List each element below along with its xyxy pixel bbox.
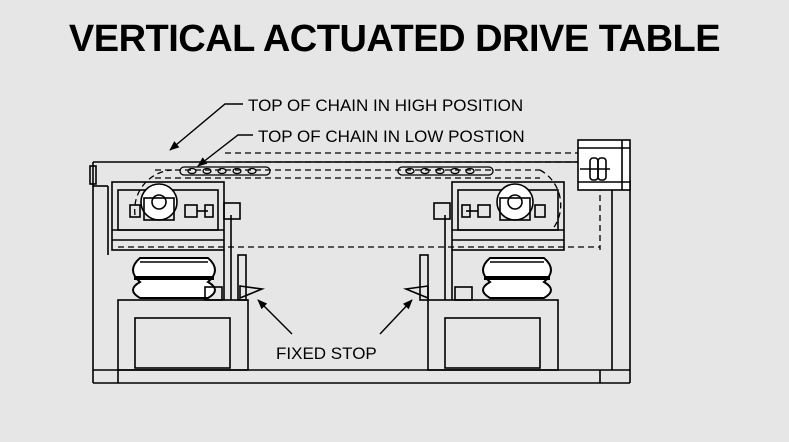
label-top-chain-high: TOP OF CHAIN IN HIGH POSITION	[248, 96, 523, 115]
leader-arrows	[169, 103, 413, 335]
right-air-bag	[482, 257, 552, 299]
page-title: VERTICAL ACTUATED DRIVE TABLE	[68, 18, 721, 60]
end-drive-box	[577, 139, 631, 191]
chain-links	[179, 166, 494, 176]
chain-dashed-lines	[118, 152, 601, 250]
left-sprocket-assembly	[111, 181, 241, 300]
label-fixed-stop: FIXED STOP	[276, 344, 377, 363]
right-sprocket-assembly	[433, 181, 565, 300]
left-air-bag	[132, 257, 216, 299]
label-top-chain-low: TOP OF CHAIN IN LOW POSTION	[258, 127, 525, 146]
left-base-block	[117, 254, 266, 371]
right-base-block	[402, 254, 559, 371]
